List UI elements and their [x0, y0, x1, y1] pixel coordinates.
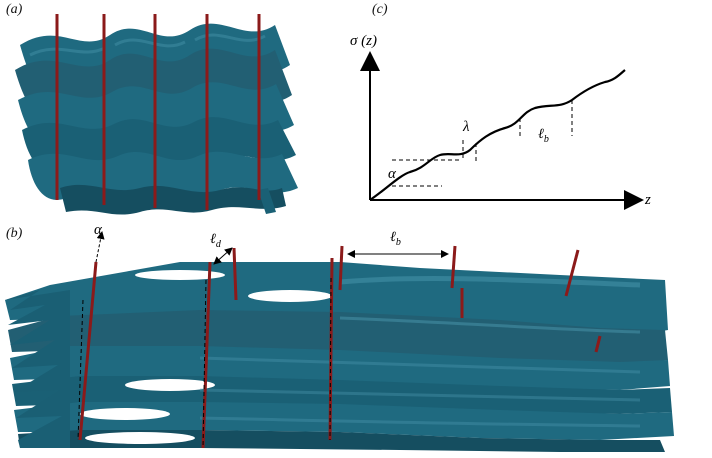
- panel-b-layers: [5, 262, 674, 452]
- panel-a-label: (a): [6, 2, 23, 17]
- b-ell-b-label: ℓb: [390, 230, 401, 248]
- c-lambda-label: λ: [462, 119, 470, 135]
- b-ell-d-label: ℓd: [210, 232, 222, 250]
- c-alpha-label: α: [388, 166, 397, 182]
- x-axis-label: z: [644, 192, 651, 208]
- sigma-curve: [369, 69, 626, 201]
- b-alpha-label: α: [94, 222, 103, 238]
- y-axis-label: σ (z): [350, 33, 377, 49]
- b-alpha-arrow: [95, 231, 105, 263]
- b-ell-d-arrow: [213, 247, 233, 265]
- panel-a-dislocation-lines: [55, 14, 261, 210]
- c-ell-b-label: ℓb: [538, 127, 549, 145]
- panel-c-guides: [392, 100, 573, 187]
- panel-c-label: (c): [372, 2, 388, 17]
- panel-b-label: (b): [6, 226, 23, 241]
- panel-b-dashed-overlays: [77, 277, 332, 449]
